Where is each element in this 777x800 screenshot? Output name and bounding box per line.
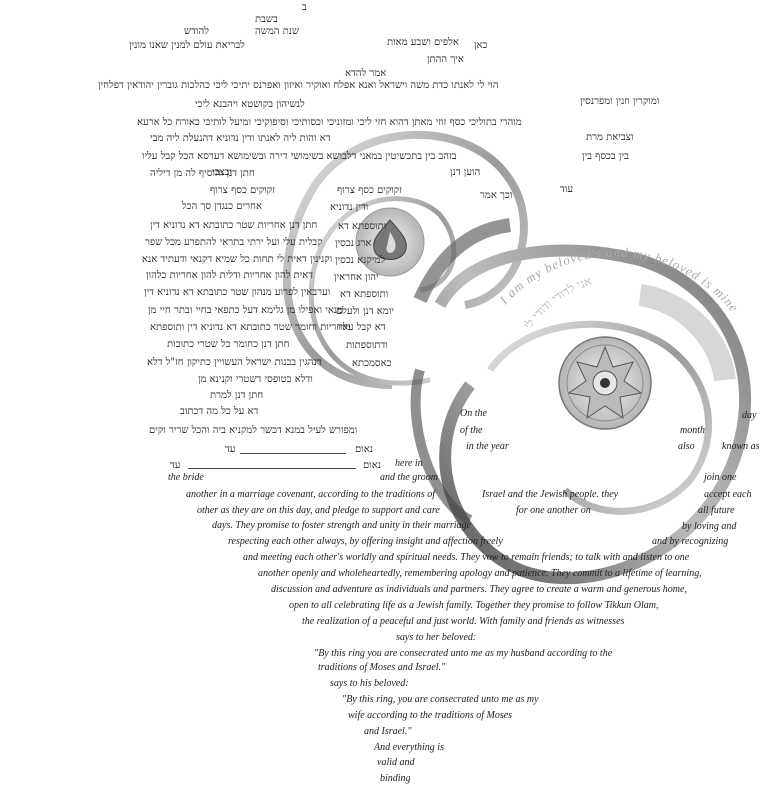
hebrew-line: אלפים ושבע מאות bbox=[387, 37, 459, 48]
hebrew-line: לבריאת עולם למנין שאנו מונין bbox=[129, 40, 245, 51]
hebrew-line: הוען דנן bbox=[450, 167, 481, 178]
hebrew-line: זקוקים כסף צרוף bbox=[210, 185, 275, 196]
hebrew-line: ותוספתא דא bbox=[338, 221, 387, 232]
english-line: "By this ring, you are consecrated unto … bbox=[342, 694, 539, 705]
hebrew-line: שנת המשה bbox=[255, 26, 300, 37]
hebrew-line: יהון אחראין bbox=[334, 272, 379, 283]
witness-label: נאום bbox=[363, 460, 382, 471]
hebrew-line: ב bbox=[302, 2, 307, 13]
hebrew-line: וקנינין דאית לי תחות כל שמיא דקנאי ודעתי… bbox=[142, 254, 333, 265]
english-line: says to his beloved: bbox=[330, 678, 409, 689]
english-line: traditions of Moses and Israel." bbox=[318, 662, 446, 673]
hebrew-line: מוהרי בתוליכי כסף זוזי מאתן דהוא חזי ליכ… bbox=[137, 117, 522, 128]
hebrew-line: בין בכסף בין bbox=[582, 151, 629, 162]
hebrew-line: כאן bbox=[474, 40, 488, 51]
hebrew-line: כאסמכתא bbox=[352, 358, 392, 369]
english-line: open to all celebrating life as a Jewish… bbox=[289, 600, 659, 611]
english-line: And everything is bbox=[374, 742, 444, 753]
hebrew-line: לנשיהון בקושטא ויהבנא ליכי bbox=[195, 99, 305, 110]
hebrew-line: ובצבי bbox=[212, 167, 233, 178]
english-line: "By this ring you are consecrated unto m… bbox=[314, 648, 613, 659]
hebrew-line: זקוקים כסף צרוף bbox=[337, 185, 402, 196]
hebrew-line: ודין נדוניא bbox=[330, 202, 369, 213]
hebrew-line: בשבת bbox=[255, 14, 278, 25]
hebrew-line: יומא דנן ולעלם bbox=[336, 306, 394, 317]
hebrew-line: אמר להדא bbox=[345, 68, 387, 79]
english-line: day bbox=[742, 410, 757, 421]
hebrew-line: למיקנא נכסין bbox=[335, 255, 386, 266]
hebrew-line: הוי לי לאנתו כדת משה וישראל ואנא אפלח וא… bbox=[98, 80, 499, 91]
english-line: month bbox=[680, 425, 705, 436]
english-line: all future bbox=[698, 505, 735, 516]
hebrew-line: וערבאין לפרוע מנהון שטר כתובתא דא נדוניא… bbox=[144, 287, 331, 298]
hebrew-line: ותוספתא דא bbox=[340, 289, 389, 300]
hebrew-line: חתן דנן אחריות שטר כתובתא דא נדוניא דין bbox=[150, 220, 318, 231]
english-line: here in bbox=[395, 458, 423, 469]
hebrew-line: איך ההתן bbox=[427, 54, 464, 65]
hebrew-line: ודלא כטופסי דשטרי וקנינא מן bbox=[198, 374, 313, 385]
hebrew-line: חתן דנן כחומר כל שטרי כתובות bbox=[167, 339, 290, 350]
hebrew-line: קבלית עלי ועל ירתי בתראי להתפרע מכל שפר bbox=[145, 237, 323, 248]
english-line: the realization of a peaceful and just w… bbox=[302, 616, 625, 627]
hebrew-line: בזהב בין בתכשיטין במאני דלבושא בשימושי ד… bbox=[142, 151, 457, 162]
hebrew-line: ומוקרין וזנין ומפרנסין bbox=[580, 96, 660, 107]
hebrew-line: מנאי ואפילו מן גלימא דעל כתפאי בחיי ובתר… bbox=[148, 305, 344, 316]
english-line: known as bbox=[722, 441, 760, 452]
right-spiral bbox=[410, 218, 752, 585]
english-line: says to her beloved: bbox=[396, 632, 477, 643]
hebrew-line: חתן דנן למרת bbox=[210, 390, 264, 401]
hebrew-line: להודש bbox=[184, 26, 209, 37]
english-line: and Israel." bbox=[364, 726, 412, 737]
english-line: discussion and adventure as individuals … bbox=[271, 584, 687, 595]
left-spiral bbox=[282, 130, 528, 389]
hebrew-line: ומפורש לעיל במנא דכשר למקניא ביה והכל שר… bbox=[149, 425, 358, 436]
english-line: accept each bbox=[704, 489, 752, 500]
hebrew-line: וצביאת מרת bbox=[586, 132, 634, 143]
english-line: by loving and bbox=[682, 521, 737, 532]
english-line: and meeting each other's worldly and spi… bbox=[243, 552, 690, 563]
hebrew-line: ארג נכסין bbox=[335, 238, 372, 249]
english-line: the bride bbox=[168, 472, 204, 483]
hebrew-line: ודתוספתות bbox=[346, 340, 388, 351]
witness-signature-line[interactable] bbox=[188, 468, 356, 469]
english-line: Israel and the Jewish people. they bbox=[482, 489, 619, 500]
english-line: another openly and wholeheartedly, remem… bbox=[258, 568, 702, 579]
english-line: respecting each other always, by offerin… bbox=[228, 536, 503, 547]
english-line: and the groom bbox=[380, 472, 438, 483]
english-line: valid and bbox=[377, 757, 415, 768]
witness-label: נאום bbox=[355, 444, 374, 455]
hebrew-line: דא קבל עליו bbox=[338, 322, 386, 333]
hebrew-line: דא על כל מה דכתוב bbox=[180, 406, 259, 417]
english-line: and by recognizing bbox=[652, 536, 729, 547]
hebrew-line: דאית להון אחריות ודלית להון אחריות כלהון bbox=[146, 270, 314, 281]
english-line: also bbox=[678, 441, 695, 452]
english-line: of the bbox=[460, 425, 483, 436]
hebrew-line: חתן דנן והוסיף לה מן דיליה bbox=[150, 168, 255, 179]
english-line: On the bbox=[460, 408, 487, 419]
english-line: days. They promise to foster strength an… bbox=[212, 520, 471, 531]
english-line: binding bbox=[380, 773, 411, 784]
witness-label: עד bbox=[170, 460, 181, 471]
witness-signature-line[interactable] bbox=[240, 453, 346, 454]
english-line: for one another on bbox=[516, 505, 591, 516]
hebrew-line: אחרים כנגדן סך הכל bbox=[182, 201, 262, 212]
hebrew-line: דנהגין בבנות ישראל העשויין כתיקון חז"ל ד… bbox=[147, 357, 322, 368]
english-line: in the year bbox=[466, 441, 509, 452]
hebrew-line: וכך אמר bbox=[480, 190, 513, 201]
witness-label: עד bbox=[225, 444, 236, 455]
english-line: other as they are on this day, and pledg… bbox=[197, 505, 440, 516]
hebrew-line: עוד bbox=[560, 184, 574, 195]
english-line: wife according to the traditions of Mose… bbox=[348, 710, 513, 721]
english-line: another in a marriage covenant, accordin… bbox=[186, 489, 436, 500]
hebrew-line: דא והות ליה לאנתו ודין נדוניא דהנעלת ליה… bbox=[150, 133, 331, 144]
hebrew-line: ואחריות וחומר שטר כתובתא דא נדוניא דין ו… bbox=[150, 322, 351, 333]
english-line: join one bbox=[704, 472, 737, 483]
